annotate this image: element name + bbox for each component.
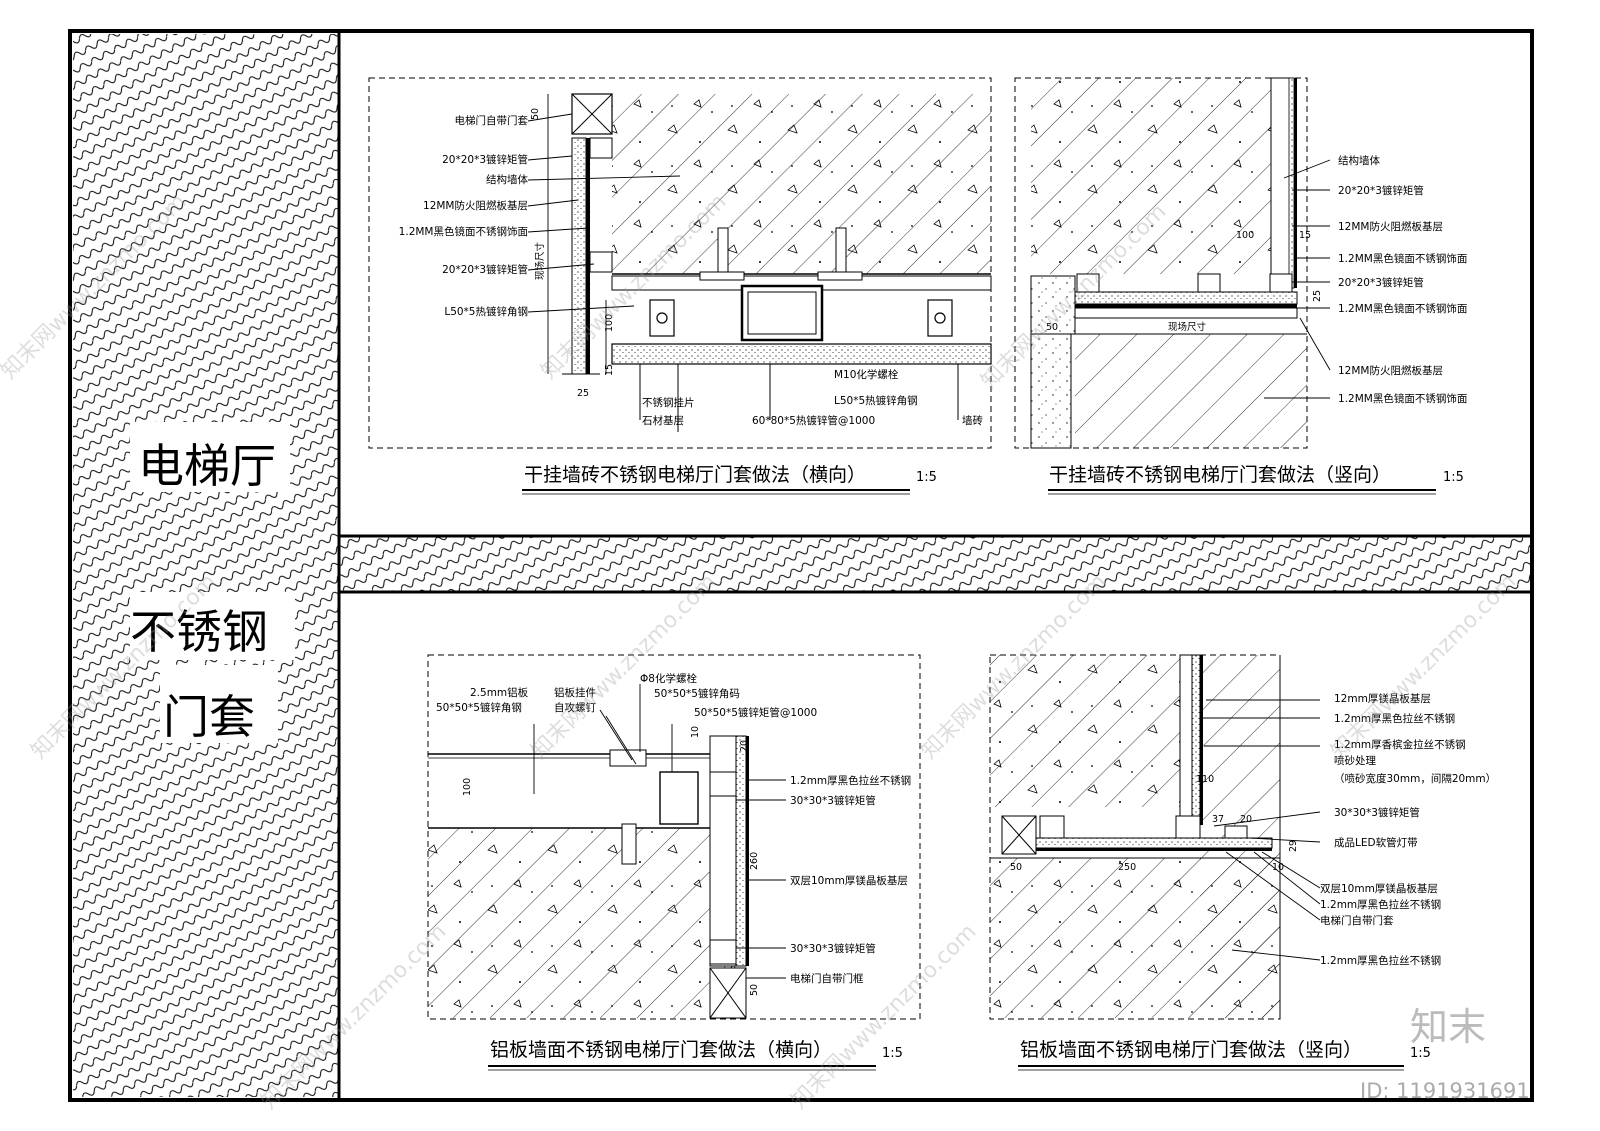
svg-text:1.2MM黑色镜面不锈钢饰面: 1.2MM黑色镜面不锈钢饰面 bbox=[1338, 392, 1467, 405]
svg-text:知末网www.znzmo.com: 知末网www.znzmo.com bbox=[1327, 569, 1522, 764]
svg-text:双层10mm厚镁晶板基层: 双层10mm厚镁晶板基层 bbox=[1320, 882, 1438, 895]
svg-text:100: 100 bbox=[462, 778, 473, 796]
svg-text:1.2mm厚黑色拉丝不锈钢: 1.2mm厚黑色拉丝不锈钢 bbox=[790, 774, 911, 787]
svg-text:成品LED软管灯带: 成品LED软管灯带 bbox=[1334, 836, 1418, 849]
svg-text:M10化学螺栓: M10化学螺栓 bbox=[834, 368, 899, 381]
svg-text:电梯门自带门框: 电梯门自带门框 bbox=[790, 972, 864, 985]
svg-text:现场尺寸: 现场尺寸 bbox=[534, 241, 546, 280]
svg-text:100: 100 bbox=[1236, 230, 1254, 241]
svg-text:1.2mm厚黑色拉丝不锈钢: 1.2mm厚黑色拉丝不锈钢 bbox=[1334, 712, 1455, 725]
watermark-logo: 知末 bbox=[1410, 1005, 1486, 1049]
detail-1: 电梯门自带门套 20*20*3镀锌矩管 结构墙体 12MM防火阻燃板基层 1.2… bbox=[368, 77, 992, 495]
watermark-id: ID: 1191931691 bbox=[1360, 1079, 1530, 1103]
svg-text:29: 29 bbox=[1288, 840, 1299, 852]
svg-text:50: 50 bbox=[749, 984, 760, 996]
svg-text:1.2MM黑色镜面不锈钢饰面: 1.2MM黑色镜面不锈钢饰面 bbox=[1338, 252, 1467, 265]
svg-text:260: 260 bbox=[749, 852, 760, 870]
detail-4-title: 铝板墙面不锈钢电梯厅门套做法（竖向） bbox=[1020, 1039, 1362, 1061]
svg-text:12MM防火阻燃板基层: 12MM防火阻燃板基层 bbox=[1338, 364, 1443, 377]
svg-text:37: 37 bbox=[1212, 814, 1224, 825]
svg-text:1.2mm厚黑色拉丝不锈钢: 1.2mm厚黑色拉丝不锈钢 bbox=[1320, 954, 1441, 967]
svg-text:12mm厚镁晶板基层: 12mm厚镁晶板基层 bbox=[1334, 692, 1431, 705]
side-title-line2: 不锈钢 bbox=[130, 605, 268, 659]
svg-text:60*80*5热镀锌管@1000: 60*80*5热镀锌管@1000 bbox=[752, 414, 875, 427]
svg-text:110: 110 bbox=[1196, 774, 1214, 785]
svg-text:铝板挂件: 铝板挂件 bbox=[554, 686, 596, 699]
svg-text:（喷砂宽度30mm，间隔20mm）: （喷砂宽度30mm，间隔20mm） bbox=[1334, 772, 1496, 785]
svg-text:Φ8化学螺栓: Φ8化学螺栓 bbox=[640, 672, 697, 685]
svg-text:30*30*3镀锌矩管: 30*30*3镀锌矩管 bbox=[790, 794, 876, 807]
svg-text:喷砂处理: 喷砂处理 bbox=[1334, 754, 1376, 767]
svg-text:石材基层: 石材基层 bbox=[642, 414, 684, 427]
label-4: 12MM防火阻燃板基层 bbox=[423, 199, 528, 212]
detail-3: 2.5mm铝板 50*50*5镀锌角钢 铝板挂件 自攻螺钉 Φ8化学螺栓 50*… bbox=[427, 654, 921, 1071]
svg-text:2.5mm铝板: 2.5mm铝板 bbox=[470, 686, 529, 699]
svg-text:50*50*5镀锌角钢: 50*50*5镀锌角钢 bbox=[436, 701, 522, 714]
label-1: 电梯门自带门套 bbox=[455, 114, 529, 127]
svg-text:20*20*3镀锌矩管: 20*20*3镀锌矩管 bbox=[1338, 184, 1424, 197]
label-7: L50*5热镀锌角钢 bbox=[444, 305, 528, 318]
svg-text:100: 100 bbox=[604, 314, 615, 332]
svg-text:10: 10 bbox=[690, 726, 701, 738]
label-6: 20*20*3镀锌矩管 bbox=[442, 263, 528, 276]
svg-text:25: 25 bbox=[577, 388, 589, 399]
detail-1-frame bbox=[368, 77, 992, 449]
detail-1-scale: 1:5 bbox=[916, 470, 937, 485]
detail-3-scale: 1:5 bbox=[882, 1046, 903, 1061]
svg-text:50: 50 bbox=[1010, 862, 1022, 873]
label-3: 结构墙体 bbox=[486, 173, 528, 186]
svg-text:15: 15 bbox=[1299, 230, 1311, 241]
svg-text:1.2MM黑色镜面不锈钢饰面: 1.2MM黑色镜面不锈钢饰面 bbox=[1338, 302, 1467, 315]
svg-text:1.2mm厚黑色拉丝不锈钢: 1.2mm厚黑色拉丝不锈钢 bbox=[1320, 898, 1441, 911]
svg-text:不锈钢挂片: 不锈钢挂片 bbox=[642, 396, 695, 409]
side-title-line1: 电梯厅 bbox=[138, 439, 276, 493]
svg-text:墙砖: 墙砖 bbox=[962, 414, 983, 427]
svg-text:L50*5热镀锌角钢: L50*5热镀锌角钢 bbox=[834, 394, 918, 407]
svg-text:50*50*5镀锌角码: 50*50*5镀锌角码 bbox=[654, 687, 740, 700]
svg-text:12MM防火阻燃板基层: 12MM防火阻燃板基层 bbox=[1338, 220, 1443, 233]
detail-2: 结构墙体 20*20*3镀锌矩管 12MM防火阻燃板基层 1.2MM黑色镜面不锈… bbox=[1014, 77, 1467, 495]
detail-4: 12mm厚镁晶板基层 1.2mm厚黑色拉丝不锈钢 1.2mm厚香槟金拉丝不锈钢 … bbox=[989, 654, 1496, 1071]
side-title: 电梯厅 不锈钢 门套 bbox=[130, 422, 295, 744]
svg-text:10: 10 bbox=[1272, 862, 1284, 873]
svg-text:20*20*3镀锌矩管: 20*20*3镀锌矩管 bbox=[1338, 276, 1424, 289]
stone-tile bbox=[611, 343, 992, 365]
svg-text:50: 50 bbox=[530, 108, 541, 120]
svg-text:电梯门自带门套: 电梯门自带门套 bbox=[1320, 914, 1394, 927]
svg-text:25: 25 bbox=[1312, 290, 1323, 302]
detail-3-title: 铝板墙面不锈钢电梯厅门套做法（横向） bbox=[490, 1039, 832, 1061]
svg-text:30*30*3镀锌矩管: 30*30*3镀锌矩管 bbox=[790, 942, 876, 955]
label-2: 20*20*3镀锌矩管 bbox=[442, 153, 528, 166]
svg-text:双层10mm厚镁晶板基层: 双层10mm厚镁晶板基层 bbox=[790, 874, 908, 887]
svg-text:50: 50 bbox=[1046, 322, 1058, 333]
detail-2-title: 干挂墙砖不锈钢电梯厅门套做法（竖向） bbox=[1049, 464, 1391, 486]
svg-text:20: 20 bbox=[739, 740, 750, 752]
svg-text:自攻螺钉: 自攻螺钉 bbox=[554, 701, 596, 714]
sheet-frame bbox=[68, 29, 1534, 1102]
detail-1-title: 干挂墙砖不锈钢电梯厅门套做法（横向） bbox=[524, 464, 866, 486]
svg-text:20: 20 bbox=[1240, 814, 1252, 825]
label-5: 1.2MM黑色镜面不锈钢饰面 bbox=[399, 225, 528, 238]
stainless-steel-face bbox=[586, 138, 590, 374]
svg-text:1.2mm厚香槟金拉丝不锈钢: 1.2mm厚香槟金拉丝不锈钢 bbox=[1334, 738, 1466, 751]
side-title-line3: 门套 bbox=[163, 690, 255, 744]
svg-text:结构墙体: 结构墙体 bbox=[1338, 154, 1380, 167]
svg-text:15: 15 bbox=[604, 364, 615, 376]
svg-text:250: 250 bbox=[1118, 862, 1136, 873]
svg-text:现场尺寸: 现场尺寸 bbox=[1168, 321, 1207, 333]
svg-text:50*50*5镀锌矩管@1000: 50*50*5镀锌矩管@1000 bbox=[694, 706, 817, 719]
detail-4-scale: 1:5 bbox=[1410, 1046, 1431, 1061]
svg-text:30*30*3镀锌矩管: 30*30*3镀锌矩管 bbox=[1334, 806, 1420, 819]
detail-2-scale: 1:5 bbox=[1443, 470, 1464, 485]
